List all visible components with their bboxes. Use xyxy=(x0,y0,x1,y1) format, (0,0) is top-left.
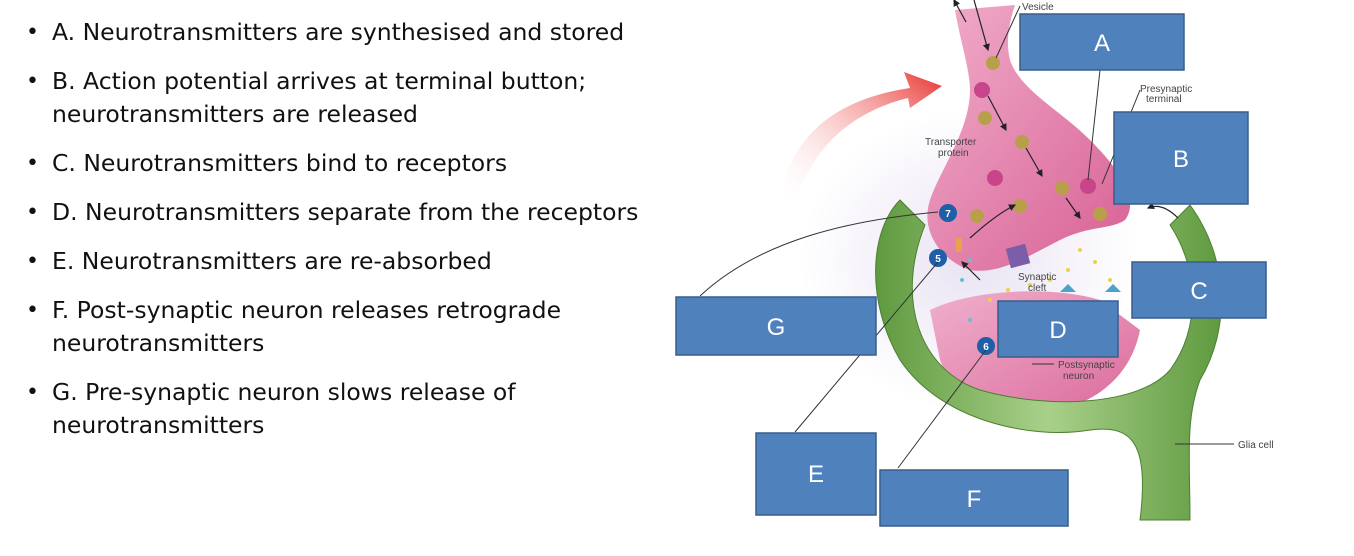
bullet-icon: • xyxy=(26,20,39,45)
vesicle-label: Vesicle xyxy=(1022,2,1054,13)
svg-text:7: 7 xyxy=(945,209,951,220)
step-item-g: • G. Pre-synaptic neuron slows release of… xyxy=(22,376,662,442)
label-box-g: G xyxy=(675,296,877,356)
svg-text:F: F xyxy=(967,486,982,513)
transporter-label: Transporter xyxy=(925,137,977,148)
presynaptic-label-2: terminal xyxy=(1146,94,1182,105)
step-text: A. Neurotransmitters are synthesised and… xyxy=(52,18,625,46)
step-text: E. Neurotransmitters are re-absorbed xyxy=(52,247,492,275)
label-box-c: C xyxy=(1131,261,1267,319)
marker-5: 5 xyxy=(929,249,947,267)
marker-6: 6 xyxy=(977,337,995,355)
step-text: B. Action potential arrives at terminal … xyxy=(52,67,587,128)
svg-text:D: D xyxy=(1049,317,1066,344)
label-box-d: D xyxy=(997,300,1119,358)
step-text: F. Post-synaptic neuron releases retrogr… xyxy=(52,296,562,357)
marker-7: 7 xyxy=(939,204,957,222)
label-box-e: E xyxy=(755,432,877,516)
svg-text:5: 5 xyxy=(935,254,941,265)
transporter-protein-small xyxy=(956,238,962,252)
synapse-diagram: 7 5 6 Vesicle Presynaptic terminal Trans… xyxy=(675,0,1274,527)
synaptic-cleft-label-2: cleft xyxy=(1028,283,1047,294)
glia-label: Glia cell xyxy=(1238,440,1274,451)
postsynaptic-label-2: neuron xyxy=(1063,371,1094,382)
transporter-label-2: protein xyxy=(938,148,969,159)
svg-text:E: E xyxy=(808,461,824,488)
svg-text:C: C xyxy=(1190,278,1207,305)
label-box-a: A xyxy=(1019,13,1185,71)
step-text: C. Neurotransmitters bind to receptors xyxy=(52,149,508,177)
step-item-e: • E. Neurotransmitters are re-absorbed xyxy=(22,245,662,278)
receptors xyxy=(1060,284,1121,292)
glia-cell xyxy=(875,199,1222,521)
postsynaptic-label: Postsynaptic xyxy=(1058,360,1115,371)
bullet-icon: • xyxy=(26,249,39,274)
bullet-icon: • xyxy=(26,298,39,323)
bullet-icon: • xyxy=(26,380,39,405)
transporter-protein-shape xyxy=(1005,243,1031,269)
leader-lines xyxy=(699,5,1234,469)
flow-arrows xyxy=(953,0,1179,281)
bullet-icon: • xyxy=(26,200,39,225)
step-list: • A. Neurotransmitters are synthesised an… xyxy=(22,16,662,458)
label-box-f: F xyxy=(879,469,1069,527)
neurotransmitter-dots xyxy=(960,248,1112,322)
presynaptic-terminal xyxy=(927,5,1131,271)
step-text: D. Neurotransmitters separate from the r… xyxy=(52,198,639,226)
red-curved-arrow xyxy=(780,72,942,205)
svg-text:B: B xyxy=(1173,146,1189,173)
presynaptic-label: Presynaptic xyxy=(1140,84,1192,95)
bullet-icon: • xyxy=(26,69,39,94)
svg-text:A: A xyxy=(1094,30,1110,57)
step-item-b: • B. Action potential arrives at terminal… xyxy=(22,65,662,131)
step-item-a: • A. Neurotransmitters are synthesised an… xyxy=(22,16,662,49)
label-box-b: B xyxy=(1113,111,1249,205)
svg-text:6: 6 xyxy=(983,342,989,353)
svg-text:G: G xyxy=(767,314,786,341)
vesicles xyxy=(970,56,1107,223)
synaptic-cleft-label: Synaptic xyxy=(1018,272,1056,283)
step-text: G. Pre-synaptic neuron slows release of … xyxy=(52,378,516,439)
step-item-f: • F. Post-synaptic neuron releases retrog… xyxy=(22,294,662,360)
step-item-c: • C. Neurotransmitters bind to receptors xyxy=(22,147,662,180)
step-item-d: • D. Neurotransmitters separate from the … xyxy=(22,196,662,229)
bullet-icon: • xyxy=(26,151,39,176)
